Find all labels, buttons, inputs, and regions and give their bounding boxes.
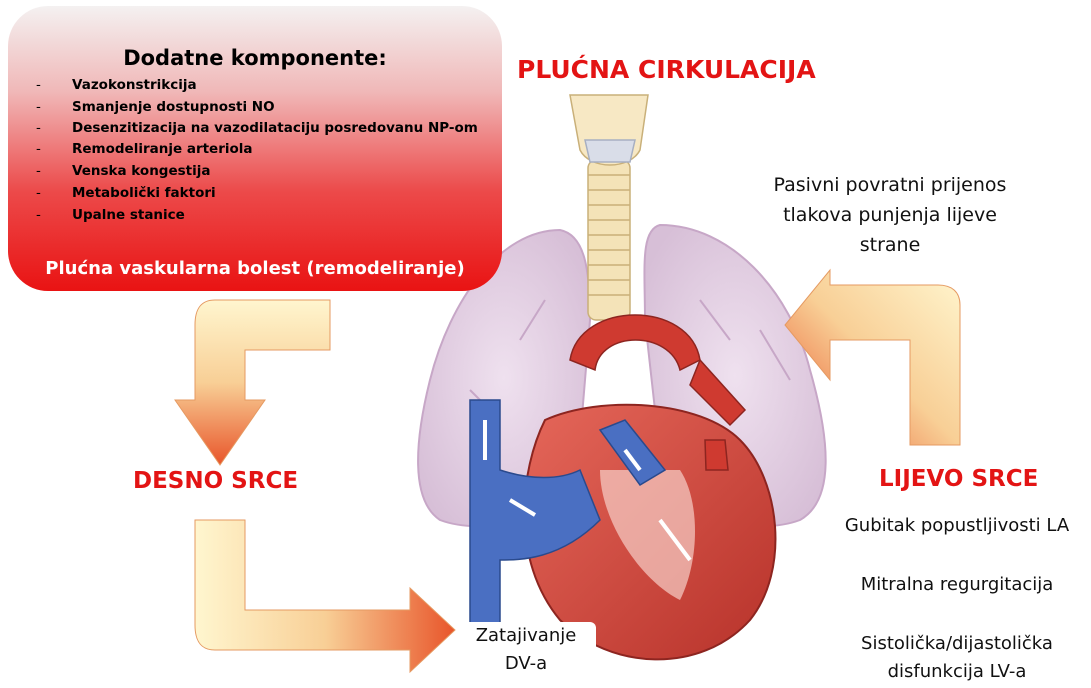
arrow-lungs-to-right-heart — [175, 300, 330, 465]
rv-failure-label: Zatajivanje DV-a — [456, 622, 596, 684]
list-dash: - — [36, 160, 41, 182]
list-item: -Desenzitizacija na vazodilataciju posre… — [36, 118, 486, 138]
info-box-footer: Plućna vaskularna bolest (remodeliranje) — [8, 258, 502, 279]
list-dash: - — [36, 96, 41, 118]
list-item: -Metabolički faktori — [36, 182, 486, 204]
list-dash: - — [36, 74, 41, 96]
passive-transmission-text: Pasivni povratni prijenos tlakova punjen… — [755, 170, 1025, 260]
left-heart-cause-mitral: Mitralna regurgitacija — [826, 571, 1088, 599]
list-item: -Smanjenje dostupnosti NO — [36, 96, 486, 118]
arrow-right-heart-to-heart — [195, 520, 455, 672]
list-dash: - — [36, 118, 41, 138]
left-heart-cause-lv-dysfunction: Sistolička/dijastolička disfunkcija LV-a — [826, 630, 1088, 686]
left-heart-cause-la-compliance: Gubitak popustljivosti LA — [826, 512, 1088, 540]
list-dash: - — [36, 182, 41, 204]
list-item: -Upalne stanice — [36, 204, 486, 226]
right-heart-label: DESNO SRCE — [133, 468, 298, 494]
info-box-list: -Vazokonstrikcija -Smanjenje dostupnosti… — [36, 74, 486, 226]
left-heart-label: LIJEVO SRCE — [879, 466, 1038, 492]
info-box-title: Dodatne komponente: — [8, 46, 502, 70]
list-dash: - — [36, 204, 41, 226]
list-item: -Vazokonstrikcija — [36, 74, 486, 96]
additional-components-box: Dodatne komponente: -Vazokonstrikcija -S… — [8, 6, 502, 291]
list-dash: - — [36, 138, 41, 160]
pulmonary-circulation-label: PLUĆNA CIRKULACIJA — [517, 55, 816, 84]
list-item: -Remodeliranje arteriola — [36, 138, 486, 160]
list-item: -Venska kongestija — [36, 160, 486, 182]
